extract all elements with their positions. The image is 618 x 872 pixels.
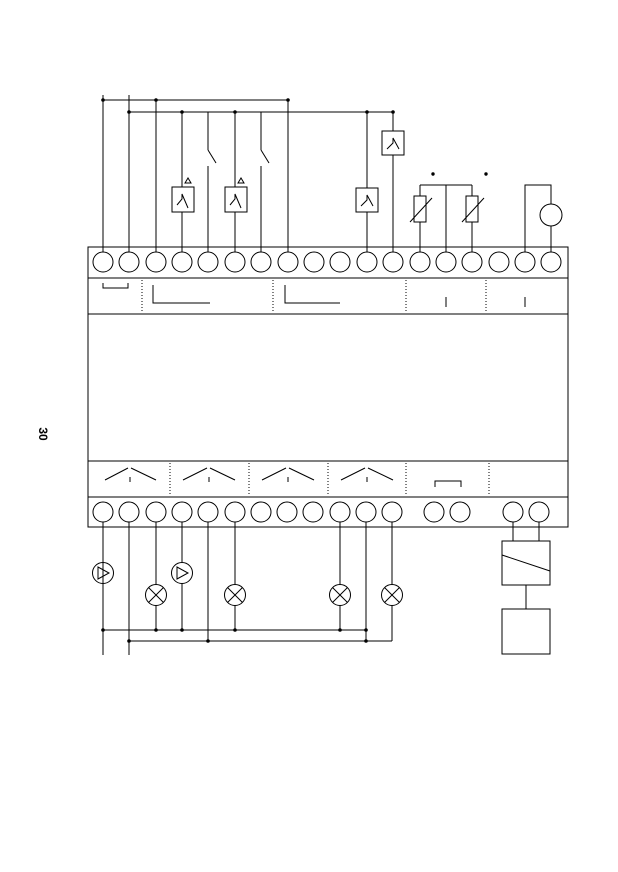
terminal (224, 251, 246, 273)
device-box (501, 608, 551, 655)
terminal (145, 501, 167, 523)
meter-circle-icon (539, 203, 563, 227)
pump-icon (92, 562, 114, 584)
terminal (118, 251, 140, 273)
terminal (145, 251, 167, 273)
sensor-resistor-icon (409, 172, 435, 223)
terminal (250, 501, 272, 523)
relay-contact-icon (381, 130, 405, 156)
upper-label-marks (102, 283, 526, 307)
terminal (449, 501, 471, 523)
controller-enclosure (87, 246, 569, 528)
terminal (356, 251, 378, 273)
terminal (250, 251, 272, 273)
terminal (171, 251, 193, 273)
terminal (355, 501, 377, 523)
lamp-icon (381, 584, 403, 606)
terminal (171, 501, 193, 523)
terminal (514, 251, 536, 273)
upper-label-strip (141, 280, 487, 312)
bottom-wiring (101, 522, 540, 655)
terminal (302, 501, 324, 523)
terminal (118, 501, 140, 523)
terminal (303, 251, 325, 273)
thermostat-relay-2 (224, 177, 248, 213)
terminal (409, 251, 431, 273)
terminal (276, 501, 298, 523)
terminal (502, 501, 524, 523)
terminal (92, 501, 114, 523)
terminal (92, 251, 114, 273)
lower-label-marks (104, 467, 462, 487)
sensor-resistor-icon (461, 172, 488, 223)
lamp-icon (329, 584, 351, 606)
terminal (382, 251, 404, 273)
top-terminal-row (92, 251, 562, 273)
top-wiring (101, 95, 552, 252)
actuator-box-icon (501, 540, 551, 586)
terminal (329, 501, 351, 523)
terminal (423, 501, 445, 523)
terminal (381, 501, 403, 523)
terminal (540, 251, 562, 273)
terminal (197, 251, 219, 273)
terminal (435, 251, 457, 273)
relay-contact-icon (355, 187, 379, 213)
terminal (461, 251, 483, 273)
thermostat-relay-1 (171, 177, 195, 213)
bottom-terminal-row (92, 501, 550, 523)
terminal (197, 501, 219, 523)
terminal (528, 501, 550, 523)
pump-icon (171, 562, 193, 584)
terminal (224, 501, 246, 523)
lamp-icon (145, 584, 167, 606)
lamp-icon (224, 584, 246, 606)
terminal (329, 251, 351, 273)
lower-label-strip (169, 463, 490, 495)
terminal (488, 251, 510, 273)
terminal (277, 251, 299, 273)
